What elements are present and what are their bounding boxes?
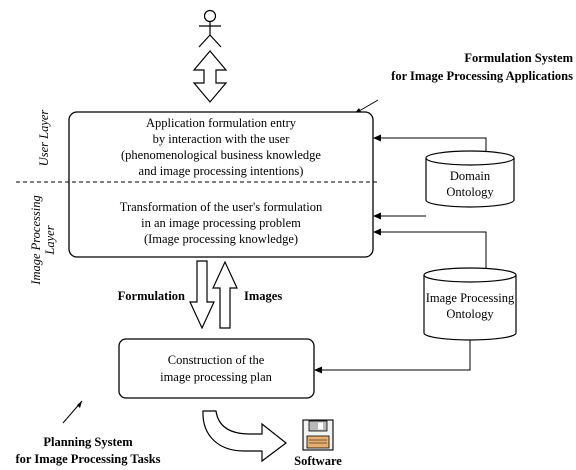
floppy-disk-icon [302,419,334,451]
planning-system-subtitle: for Image Processing Tasks [15,452,160,466]
plan-line-1: Construction of the [168,353,265,367]
formulation-arrow [189,260,215,330]
entry-line-3: (phenomenological business knowledge [121,148,321,162]
plan-box [118,338,315,399]
domain-ontology-line-1: Domain [450,169,491,183]
transform-line-2: in an image processing problem [141,216,301,230]
software-label: Software [294,454,342,468]
planning-system-pointer-head [77,401,82,408]
formulation-system-subtitle: for Image Processing Applications [391,69,573,83]
image-processing-layer-label-2: Layer [43,225,57,255]
user-layer-label: User Layer [37,110,51,167]
user-interaction-arrow [192,50,228,103]
entry-line-2: by interaction with the user [153,132,291,146]
transform-line-1: Transformation of the user's formulation [120,200,323,214]
formulation-system-title: Formulation System [464,51,573,65]
planning-system-title: Planning System [43,435,133,449]
ontology-connectors [321,137,487,371]
images-arrow [212,260,238,329]
domain-ontology-line-2: Ontology [446,185,494,199]
plan-line-2: image processing plan [160,370,273,384]
software-arrow [202,410,287,463]
transform-line-3: (Image processing knowledge) [144,232,298,246]
entry-line-1: Application formulation entry [146,116,297,130]
entry-line-4: and image processing intentions) [139,164,304,178]
images-arrow-label: Images [244,289,282,303]
formulation-arrow-label: Formulation [118,289,185,303]
ip-ontology-line-2: Ontology [446,307,494,321]
ip-ontology-cylinder [423,267,517,341]
image-processing-layer-label-1: Image Processing [29,195,43,285]
domain-ontology-cylinder [425,150,515,208]
user-actor-icon [198,9,222,48]
ip-ontology-line-1: Image Processing [426,291,515,305]
formulation-main-box [68,111,374,258]
ontology-arrowheads [314,134,381,374]
